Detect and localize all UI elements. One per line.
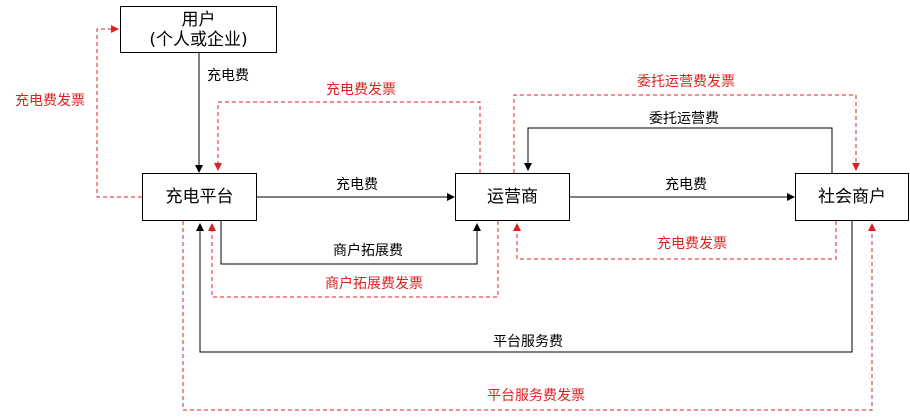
label-operator-to-merchant-commission-invoice: 委托运营费发票: [637, 74, 735, 90]
arrow-merchant-to-operator-commission: [524, 127, 833, 173]
arrow-operator-to-merchant-commission-invoice: [513, 94, 860, 173]
label-operator-to-merchant-fee: 充电费: [665, 177, 707, 193]
arrow-operator-to-platform-invoice: [214, 101, 481, 173]
label-platform-to-merchant-service-invoice: 平台服务费发票: [487, 388, 585, 404]
arrow-platform-to-merchant-service-invoice: [182, 221, 876, 411]
node-user-subtitle: (个人或企业): [149, 29, 248, 50]
arrow-merchant-to-platform-service-fee: [196, 221, 853, 353]
label-operator-to-platform-invoice: 充电费发票: [326, 82, 396, 98]
label-platform-to-operator-fee: 充电费: [336, 177, 378, 193]
label-platform-to-user-invoice: 充电费发票: [15, 93, 85, 109]
label-merchant-to-operator-invoice: 充电费发票: [657, 236, 727, 252]
label-operator-to-platform-expansion-invoice: 商户拓展费发票: [325, 276, 423, 292]
node-user-title: 用户: [181, 9, 216, 30]
label-merchant-to-operator-commission: 委托运营费: [649, 111, 719, 127]
arrow-merchant-to-operator-invoice: [513, 221, 837, 260]
arrow-operator-to-platform-expansion-invoice: [208, 221, 499, 298]
node-operator-label: 运营商: [487, 187, 538, 207]
node-operator: 运营商: [455, 173, 570, 221]
label-platform-to-operator-expansion-fee: 商户拓展费: [333, 243, 403, 259]
label-user-to-platform-fee: 充电费: [207, 68, 249, 84]
node-merchant-label: 社会商户: [818, 187, 886, 207]
arrow-platform-to-operator-expansion-fee: [220, 221, 481, 265]
node-platform-label: 充电平台: [165, 187, 234, 207]
node-merchant: 社会商户: [795, 173, 909, 221]
label-merchant-to-platform-service-fee: 平台服务费: [493, 334, 563, 350]
node-user: 用户 (个人或企业): [120, 6, 277, 53]
arrow-platform-to-user-invoice: [96, 25, 142, 198]
node-platform: 充电平台: [142, 173, 257, 221]
